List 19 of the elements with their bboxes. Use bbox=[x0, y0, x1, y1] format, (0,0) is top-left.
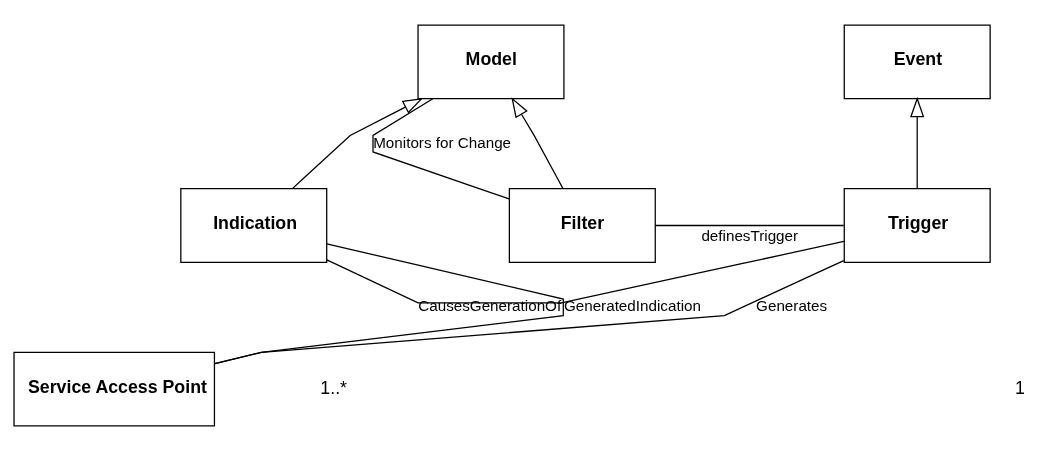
label: 1..* bbox=[320, 377, 348, 398]
node-box: Model bbox=[417, 24, 565, 100]
connector bbox=[372, 98, 510, 200]
node-box: Service Access Point bbox=[13, 351, 216, 427]
connector bbox=[214, 259, 845, 365]
edge-label: definesTrigger bbox=[701, 227, 799, 245]
edge-label: Generates bbox=[756, 297, 828, 315]
arrow bbox=[511, 97, 564, 190]
edge-label: Monitors for Change bbox=[373, 133, 512, 151]
node-box: Event bbox=[843, 24, 991, 100]
node-box: Trigger bbox=[843, 188, 991, 263]
arrow bbox=[291, 98, 424, 190]
label: 1 bbox=[1015, 377, 1025, 398]
connector bbox=[326, 240, 845, 304]
arrow bbox=[910, 96, 925, 190]
edge-label: GeneratedIndication bbox=[563, 297, 701, 315]
node-box: Filter bbox=[508, 188, 656, 263]
node-box: Indication bbox=[180, 188, 328, 263]
connector bbox=[654, 224, 845, 227]
